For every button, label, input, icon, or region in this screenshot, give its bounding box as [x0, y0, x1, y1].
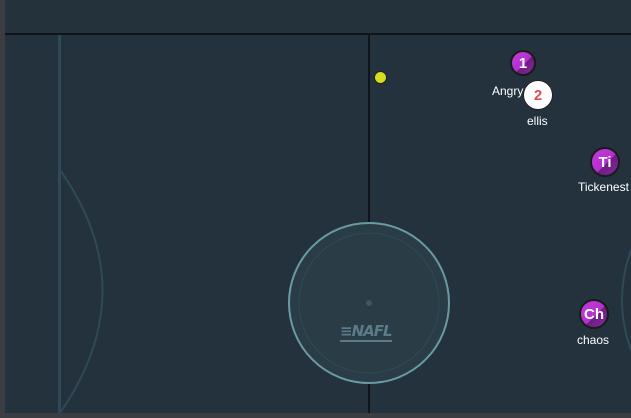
player-name-3: Tickenest — [578, 180, 629, 194]
left-zone-line — [58, 35, 61, 413]
top-boundary-line — [5, 33, 631, 35]
player-token-4[interactable]: Ch — [579, 299, 609, 329]
right-arc — [621, 249, 631, 351]
top-strip — [5, 0, 631, 33]
rink: ≡NAFL 1 Angry3 2 ellis Ti Tickenest Ch c… — [5, 0, 631, 413]
player-name-4: chaos — [577, 333, 610, 347]
rink-markings — [59, 169, 631, 413]
player-token-1[interactable]: 1 — [510, 50, 536, 76]
player-token-2[interactable]: 2 — [523, 80, 553, 110]
player-name-1-start: Angry — [492, 84, 524, 98]
puck[interactable] — [374, 71, 387, 84]
player-name-2: ellis — [527, 114, 548, 128]
center-dot — [366, 300, 372, 306]
league-logo: ≡NAFL — [340, 322, 393, 342]
player-token-3[interactable]: Ti — [590, 147, 620, 177]
center-inner-circle — [298, 232, 440, 374]
left-arc — [59, 169, 104, 413]
